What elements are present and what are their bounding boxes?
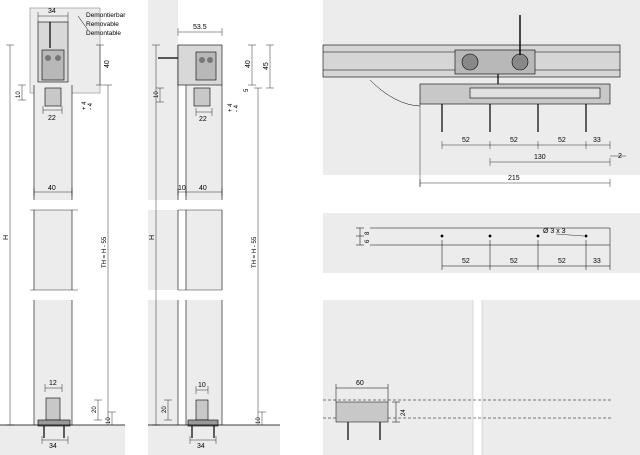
- ceiling-block-b: [148, 0, 178, 425]
- dim-b-guide-height: 20: [162, 406, 168, 413]
- door-leaf-b: [186, 85, 222, 425]
- dim-top-sub-length: 130: [534, 154, 546, 161]
- panel-bottom-right: [482, 300, 640, 455]
- panel-bottom-left: [323, 300, 473, 455]
- dim-a-clamp-width: 22: [48, 115, 56, 122]
- door-clamp-a: [44, 87, 62, 107]
- dim-a-track-height: 40: [104, 60, 111, 68]
- top-view-track: [322, 15, 621, 132]
- dim-floor-width: 60: [356, 380, 364, 387]
- dim-a-door-width: 40: [48, 185, 56, 192]
- dim-top-spacing-2: 52: [510, 137, 518, 144]
- dim-b-foot-width: 34: [197, 443, 205, 450]
- dim-b-guide-width: 10: [198, 382, 206, 389]
- floor-guide-view: [323, 300, 612, 455]
- dim-b-adjust-minus: - 4: [234, 104, 240, 112]
- removable-note-fr: Demontable: [86, 30, 121, 37]
- dim-a-top-width: 34: [48, 8, 56, 15]
- dim-b-top-width: 53.5: [193, 24, 207, 31]
- dim-hole-spacing-1: 52: [462, 258, 470, 265]
- section-view-b: [140, 0, 280, 438]
- dim-top-spacing-1: 52: [462, 137, 470, 144]
- dim-top-total-length: 215: [508, 175, 520, 182]
- dim-top-spacing-4: 33: [593, 137, 601, 144]
- hole-spec: Ø 3 x 3: [543, 228, 566, 235]
- floor-guide-block: [335, 401, 389, 423]
- removable-note-en: Removable: [86, 21, 119, 28]
- dim-b-total-height: 45: [263, 62, 270, 70]
- dim-a-floor-gap: 10: [106, 417, 112, 424]
- dim-a-guide-height: 20: [92, 406, 98, 413]
- dim-b-height: H: [149, 235, 156, 240]
- floor-guide-a: [45, 397, 61, 421]
- dim-a-adjust-minus: - 4: [88, 102, 94, 110]
- dim-b-floor-gap: 10: [256, 417, 262, 424]
- dim-b-gap-top: 10: [154, 91, 160, 98]
- mounting-hole-1: [440, 234, 444, 238]
- roller-carriage-a: [41, 49, 65, 81]
- floor-guide-b: [195, 399, 209, 421]
- dim-b-door-width: 40: [199, 185, 207, 192]
- dim-b-track-height: 40: [245, 60, 252, 68]
- hole-view: [356, 227, 611, 270]
- dim-b-adjust-plus: + 4: [228, 103, 234, 112]
- dim-a-foot-width: 34: [49, 443, 57, 450]
- dim-a-gap-top: 10: [16, 91, 22, 98]
- dim-hole-spacing-4: 33: [593, 258, 601, 265]
- dim-hole-edge-2: 6: [365, 239, 371, 243]
- roller-carriage-b: [195, 51, 217, 81]
- dim-hole-edge-1: 8: [365, 231, 371, 235]
- dim-floor-height: 24: [401, 409, 407, 416]
- panel-hole-view: [323, 213, 640, 273]
- door-clamp-b: [193, 87, 211, 107]
- dim-b-offset: 10: [178, 185, 186, 192]
- dimensions-view-a: [6, 12, 116, 444]
- mounting-hole-4: [584, 234, 588, 238]
- dim-b-clamp-width: 22: [199, 116, 207, 123]
- dimensions-view-b: [152, 28, 274, 444]
- dim-hole-spacing-3: 52: [558, 258, 566, 265]
- mounting-hole-3: [536, 234, 540, 238]
- dim-a-height: H: [3, 235, 10, 240]
- dimensions-top-view: [419, 104, 626, 187]
- dim-a-track-to-floor: TH = H - 55: [102, 236, 108, 268]
- dim-b-track-to-floor: TH = H - 55: [252, 236, 258, 268]
- dim-top-spacing-3: 52: [558, 137, 566, 144]
- dim-a-adjust-plus: + 4: [82, 101, 88, 110]
- door-leaf-a: [34, 85, 72, 425]
- dim-hole-spacing-2: 52: [510, 258, 518, 265]
- dim-b-small-offset: 5: [244, 88, 250, 92]
- mounting-hole-2: [488, 234, 492, 238]
- dim-top-offset: 2: [618, 153, 622, 160]
- section-view-a: [0, 7, 125, 438]
- removable-note-de: Demontierbar: [86, 12, 126, 19]
- dim-a-guide-width: 12: [49, 380, 57, 387]
